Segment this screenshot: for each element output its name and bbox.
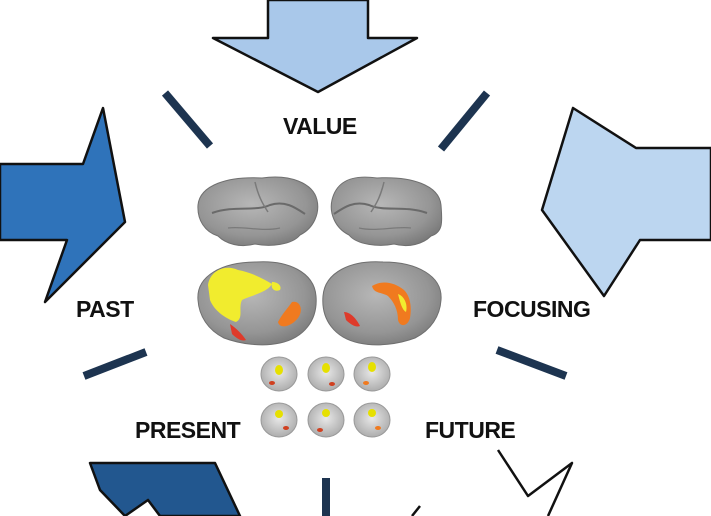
tick-left [82, 348, 148, 380]
slice-2 [307, 356, 345, 392]
brain-lateral-left [197, 176, 319, 247]
activation-orange-right [372, 282, 411, 326]
arrow-bottom-left [88, 461, 242, 516]
label-present: PRESENT [135, 417, 241, 443]
slice-4 [260, 402, 298, 438]
activation-red-left [230, 324, 246, 341]
activation-yellow-right [398, 294, 407, 312]
tick-right [495, 346, 568, 380]
brain-lateral-right [330, 176, 443, 247]
activation-red-right [344, 312, 360, 327]
activation-yellow-left [208, 267, 272, 322]
arrow-right [540, 106, 711, 298]
arrow-bottom-right-edge [411, 505, 421, 516]
arrow-bottom-right [496, 449, 574, 516]
slice-3 [353, 356, 391, 392]
brain-medial-right [322, 261, 442, 346]
arrow-top [211, 0, 419, 94]
coronal-slices [260, 356, 391, 438]
slice-6 [353, 402, 391, 438]
label-value: VALUE [283, 113, 357, 139]
label-focusing: FOCUSING [473, 296, 591, 322]
brain-medial-left [197, 261, 317, 346]
activation-orange-left [278, 301, 301, 327]
tick-top-right [437, 90, 491, 152]
label-past: PAST [76, 296, 134, 322]
tick-top-left [161, 90, 214, 149]
arrow-left [0, 106, 127, 304]
slice-1 [260, 356, 298, 392]
label-future: FUTURE [425, 417, 516, 443]
slice-5 [307, 402, 345, 438]
